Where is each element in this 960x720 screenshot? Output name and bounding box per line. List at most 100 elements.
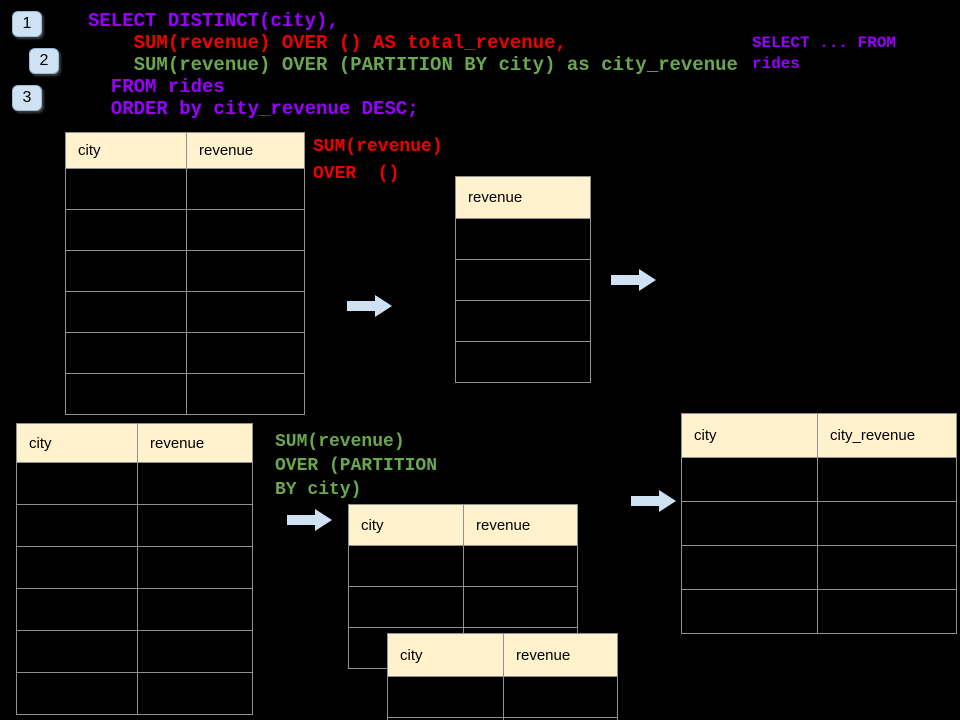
code-line: rides: [752, 55, 801, 73]
table-cell-empty: [65, 291, 187, 333]
table-cell-empty: [65, 373, 187, 415]
code-line: FROM rides: [88, 76, 225, 98]
table-row: [16, 672, 253, 715]
step-badge-2: 2: [29, 48, 59, 74]
table-cell-empty: [16, 588, 138, 631]
column-header: city: [387, 633, 504, 677]
sql-side-note-code: SELECT ... FROM rides: [752, 33, 896, 75]
table-cell-empty: [387, 676, 504, 718]
table-cell-empty: [681, 545, 818, 590]
table-cell-empty: [817, 589, 957, 634]
table-row: [681, 589, 957, 634]
table-row: [387, 717, 618, 720]
table-cell-empty: [186, 291, 305, 333]
table-row: [455, 218, 591, 260]
table-cell-empty: [137, 672, 253, 715]
table-cell-empty: [681, 589, 818, 634]
column-header: revenue: [455, 176, 591, 219]
annotation-sum-over-total: SUM(revenue) OVER (): [313, 134, 443, 188]
table-cell-empty: [16, 504, 138, 547]
table-row: [16, 504, 253, 547]
code-line: SUM(revenue): [313, 137, 443, 157]
column-header: revenue: [503, 633, 618, 677]
table-cell-empty: [186, 168, 305, 210]
column-header: city: [681, 413, 818, 458]
table-cell-empty: [817, 545, 957, 590]
table-cell-empty: [65, 250, 187, 292]
table-row: [348, 586, 578, 628]
table-cell-empty: [817, 457, 957, 502]
column-header: city_revenue: [817, 413, 957, 458]
table-row: [65, 373, 305, 415]
table-cell-empty: [137, 462, 253, 505]
table-cell-empty: [16, 672, 138, 715]
table-cell-empty: [186, 373, 305, 415]
table-cell-empty: [16, 630, 138, 673]
table-row: [16, 630, 253, 673]
table-cell-empty: [455, 259, 591, 301]
table-cell-empty: [65, 332, 187, 374]
table-row: [16, 462, 253, 505]
table-row: [65, 209, 305, 251]
table-cell-empty: [65, 209, 187, 251]
table-row: [16, 546, 253, 589]
step-badge-1: 1: [12, 11, 42, 37]
column-header: city: [348, 504, 464, 546]
annotation-sum-over-partition: SUM(revenue) OVER (PARTITION BY city): [275, 430, 437, 502]
sql-query-code: SELECT DISTINCT(city), SUM(revenue) OVER…: [88, 10, 738, 120]
table-row: [455, 259, 591, 301]
table-cell-empty: [503, 717, 618, 720]
table-cell-empty: [463, 586, 578, 628]
column-header: city: [65, 132, 187, 169]
arrow-right-icon: [287, 509, 332, 531]
table-row: [455, 341, 591, 383]
table-row: [65, 250, 305, 292]
table-row: [65, 332, 305, 374]
code-line: SELECT DISTINCT(city),: [88, 10, 339, 32]
table-total-revenue: revenue: [455, 176, 591, 383]
table-row: [65, 168, 305, 210]
code-line: BY city): [275, 480, 362, 500]
code-line: OVER (PARTITION: [275, 456, 438, 476]
table-cell-empty: [137, 630, 253, 673]
arrow-right-icon: [631, 490, 676, 512]
column-header: revenue: [137, 423, 253, 463]
arrow-right-icon: [347, 295, 392, 317]
table-cell-empty: [186, 209, 305, 251]
table-row: [348, 545, 578, 587]
table-row: [16, 588, 253, 631]
code-line: SELECT ... FROM: [752, 34, 897, 52]
arrow-right-icon: [611, 269, 656, 291]
code-line: OVER (): [313, 164, 400, 184]
code-line: SUM(revenue) OVER () AS total_revenue,: [88, 32, 567, 54]
code-line: SUM(revenue): [275, 432, 405, 452]
column-header: city: [16, 423, 138, 463]
table-cell-empty: [65, 168, 187, 210]
code-line: ORDER by city_revenue DESC;: [88, 98, 419, 120]
table-cell-empty: [16, 462, 138, 505]
table-cell-empty: [137, 504, 253, 547]
table-cell-empty: [463, 545, 578, 587]
table-cell-empty: [455, 300, 591, 342]
table-row: [387, 676, 618, 718]
table-row: [681, 545, 957, 590]
table-cell-empty: [503, 676, 618, 718]
table-cell-empty: [681, 457, 818, 502]
table-cell-empty: [16, 546, 138, 589]
table-cell-empty: [455, 218, 591, 260]
table-row: [681, 457, 957, 502]
table-row: [681, 501, 957, 546]
table-cell-empty: [186, 250, 305, 292]
table-cell-empty: [137, 546, 253, 589]
table-cell-empty: [186, 332, 305, 374]
table-cell-empty: [817, 501, 957, 546]
step-badge-3: 3: [12, 85, 42, 111]
table-cell-empty: [681, 501, 818, 546]
table-row: [455, 300, 591, 342]
table-row: [65, 291, 305, 333]
table-cell-empty: [348, 545, 464, 587]
